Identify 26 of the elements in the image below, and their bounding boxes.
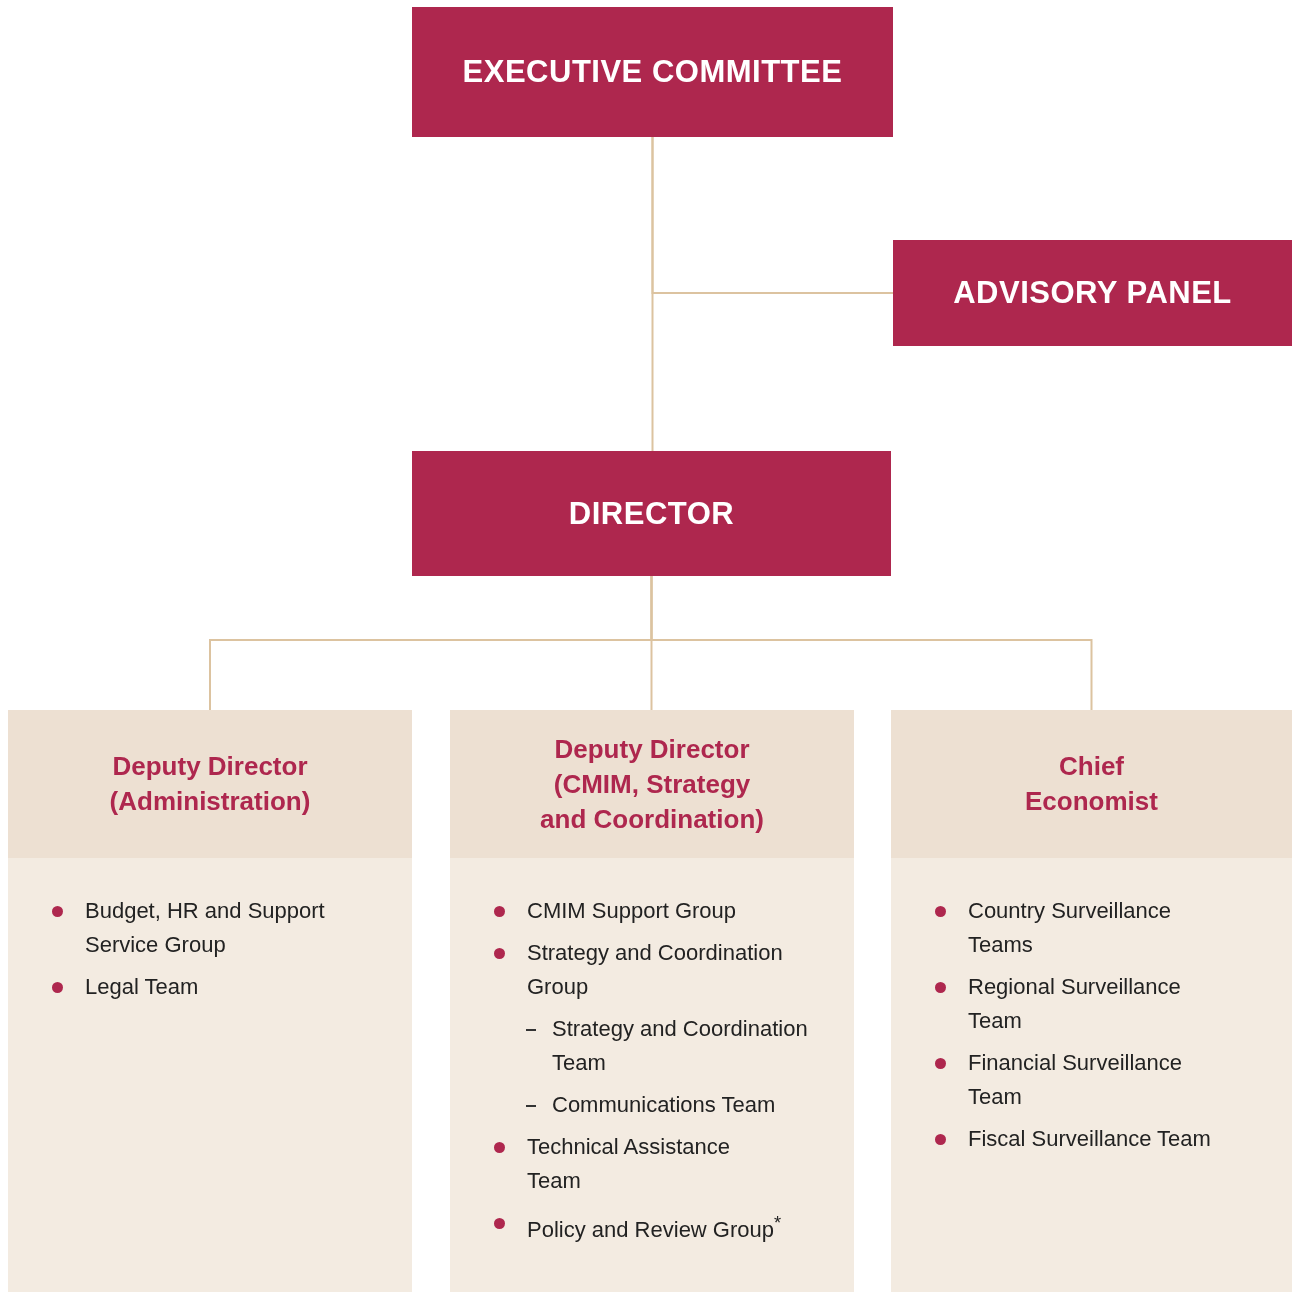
role-title: DIRECTOR: [568, 495, 735, 532]
panel-heading: Deputy Director (Administration): [108, 750, 312, 818]
department-panel: [450, 710, 854, 1292]
team-item: Regional Surveillance Team: [968, 973, 1182, 1035]
team-item: Fiscal Surveillance Team: [968, 1125, 1211, 1153]
team-item: Country Surveillance Teams: [968, 897, 1172, 959]
team-item: Strategy and Coordination Team: [552, 1015, 809, 1077]
role-box: [412, 7, 893, 137]
team-item: CMIM Support Group: [527, 897, 737, 925]
role-title: EXECUTIVE COMMITTEE: [462, 54, 843, 90]
department-panel: [8, 710, 412, 1292]
team-item: Strategy and Coordination Group: [527, 939, 784, 1001]
connector-line: [651, 136, 894, 294]
department-panel: [891, 710, 1292, 1292]
role-title: ADVISORY PANEL: [953, 275, 1232, 311]
role-box: [412, 451, 891, 576]
connector-line: [650, 575, 1093, 711]
team-item: Technical Assistance Team: [527, 1133, 731, 1195]
panel-heading: Deputy Director (CMIM, Strategy and Coordination): [539, 732, 765, 836]
panel-heading: Chief Economist: [1024, 750, 1159, 818]
team-item: Financial Surveillance Team: [968, 1049, 1183, 1111]
team-item: Budget, HR and Support Service Group: [85, 897, 326, 959]
team-item: Communications Team: [552, 1091, 776, 1119]
team-item: Policy and Review Group$^{*}$: [527, 1211, 782, 1245]
team-item: Legal Team: [85, 973, 199, 1001]
role-box: [893, 240, 1292, 346]
